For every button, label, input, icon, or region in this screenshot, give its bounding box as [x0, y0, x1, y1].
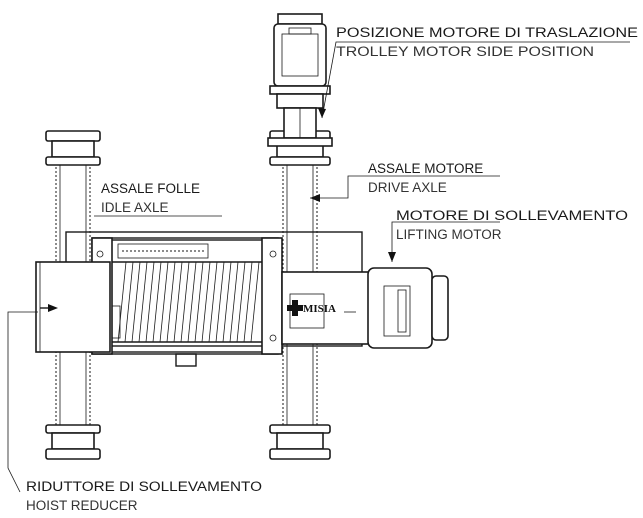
label-drive-axle-en: DRIVE AXLE — [368, 180, 447, 195]
brand-logo: MISIA — [303, 303, 336, 315]
label-trolley-motor-it: POSIZIONE MOTORE DI TRASLAZIONE — [336, 25, 638, 40]
label-idle-axle-it: ASSALE FOLLE — [101, 181, 200, 196]
hoist-reducer — [35, 261, 121, 353]
callout-hoist-reducer: RIDUTTORE DI SOLLEVAMENTO HOIST REDUCER — [26, 479, 262, 513]
leader-lines — [7, 41, 630, 493]
callout-trolley-motor: POSIZIONE MOTORE DI TRASLAZIONE TROLLEY … — [336, 25, 638, 59]
label-lifting-motor-en: LIFTING MOTOR — [396, 227, 502, 242]
label-hoist-reducer-en: HOIST REDUCER — [26, 498, 138, 513]
label-hoist-reducer-it: RIDUTTORE DI SOLLEVAMENTO — [26, 479, 262, 494]
label-lifting-motor-it: MOTORE DI SOLLEVAMENTO — [396, 208, 628, 223]
label-idle-axle-en: IDLE AXLE — [101, 200, 169, 215]
label-drive-axle-it: ASSALE MOTORE — [368, 161, 483, 176]
drum-grooves — [117, 261, 260, 343]
label-trolley-motor-en: TROLLEY MOTOR SIDE POSITION — [336, 44, 594, 59]
trolley-motor — [267, 13, 333, 147]
callout-drive-axle: ASSALE MOTORE DRIVE AXLE — [368, 161, 483, 195]
lifting-motor: MISIA — [281, 267, 449, 349]
idle-axle — [45, 130, 101, 460]
callout-idle-axle: ASSALE FOLLE IDLE AXLE — [101, 181, 200, 215]
callout-lifting-motor: MOTORE DI SOLLEVAMENTO LIFTING MOTOR — [396, 208, 628, 242]
